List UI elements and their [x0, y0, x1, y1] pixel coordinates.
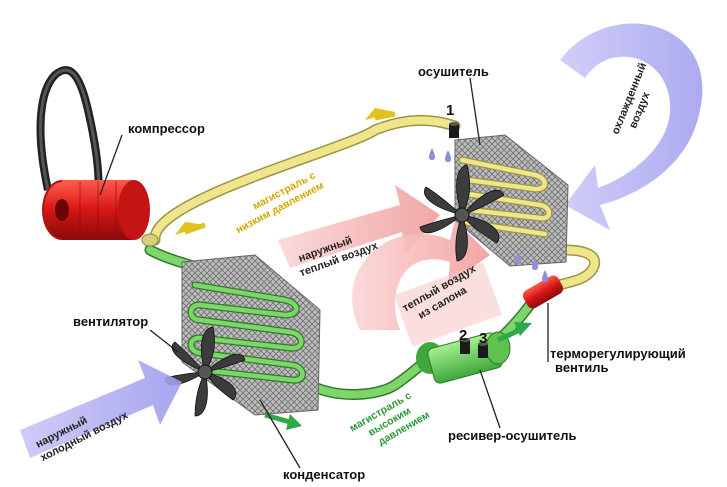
label-thermo-valve-1: терморегулирующий: [550, 346, 686, 361]
leader-lines: [99, 77, 549, 469]
condenser: [181, 254, 321, 416]
condensate-droplets: [429, 148, 548, 282]
label-compressor: компрессор: [128, 121, 205, 136]
label-thermo-valve-2: вентиль: [555, 360, 609, 375]
compressor: [36, 66, 159, 247]
label-condenser: конденсатор: [283, 467, 365, 482]
condenser-fan: [164, 326, 246, 417]
marker-3: 3: [479, 330, 487, 347]
cooled-air-arrow: [560, 23, 703, 230]
label-dryer-top: осушитель: [418, 64, 489, 79]
low-pressure-pipe: [149, 114, 601, 292]
evaporator-fan: [419, 164, 505, 262]
warm-air-arrow-outside: [278, 185, 440, 268]
outside-cold-air-arrow: [20, 360, 182, 458]
marker-1: 1: [446, 102, 454, 119]
flow-arrow-high-pressure: [264, 322, 532, 430]
flow-arrow-low-pressure: [175, 108, 396, 235]
thermo-expansion-valve: [522, 275, 564, 309]
warm-air-arrow-cabin: [352, 220, 502, 347]
receiver-dryer: [416, 331, 511, 384]
marker-2: 2: [459, 327, 467, 344]
label-receiver-dryer: ресивер-осушитель: [448, 428, 576, 443]
label-fan: вентилятор: [73, 314, 148, 329]
sensor-1: [449, 122, 459, 138]
